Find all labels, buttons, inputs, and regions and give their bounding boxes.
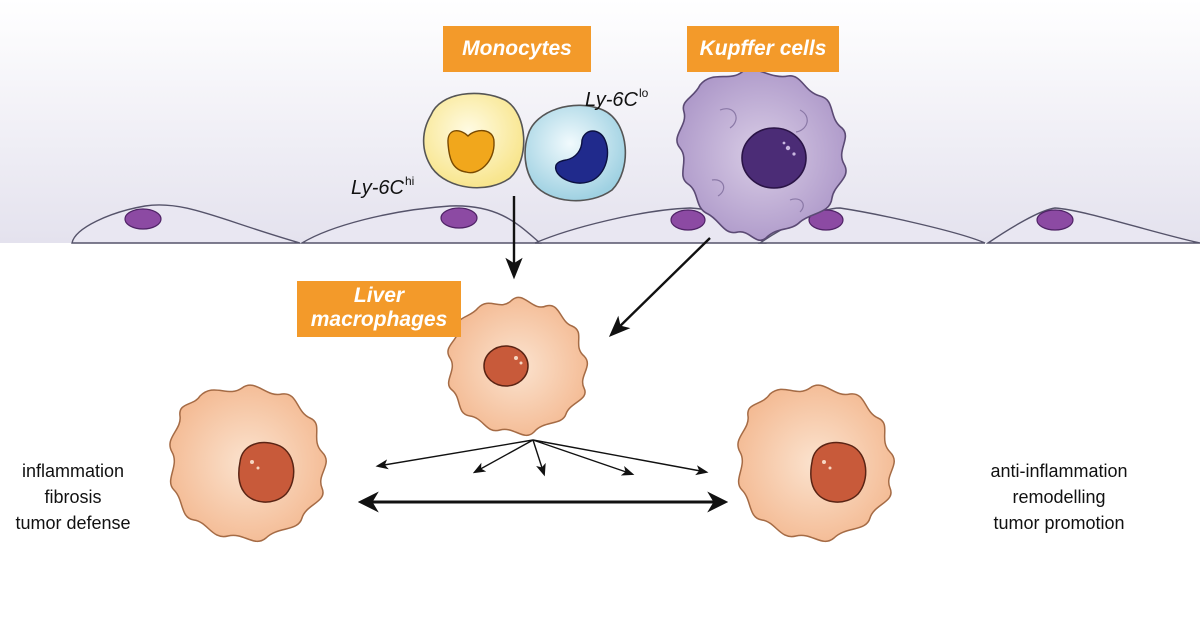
macrophage-left-nucleus: [238, 441, 295, 503]
endothelial-nucleus: [440, 207, 478, 229]
macrophage-right: [737, 384, 895, 543]
left-function-item: tumor defense: [15, 513, 131, 533]
fan-arrow: [532, 439, 546, 477]
endothelial-nucleus: [1036, 209, 1074, 231]
monocyte-ly6c-lo: [524, 104, 627, 202]
liver-macrophages-line1: Liver: [353, 284, 405, 307]
kupffer-cell: [676, 68, 847, 241]
kupffer-cells-label: Kupffer cells: [687, 26, 839, 72]
plasticity-fan-arrows: [375, 439, 709, 477]
liver-macrophages-label: Liver macrophages: [297, 281, 461, 337]
right-functions-text: anti-inflammation remodelling tumor prom…: [968, 458, 1150, 536]
endothelial-nucleus: [808, 209, 844, 231]
fan-arrow: [375, 439, 534, 470]
liver-macrophages-line2: macrophages: [310, 308, 448, 331]
right-function-item: anti-inflammation: [990, 461, 1128, 481]
left-function-item: inflammation: [21, 461, 125, 481]
fan-arrow: [532, 439, 635, 476]
monocytes-label: Monocytes: [443, 26, 591, 72]
fan-arrow: [532, 439, 709, 476]
ly6c-hi-label: Ly-6Chi: [351, 174, 415, 199]
right-function-item: remodelling: [1012, 487, 1106, 507]
fan-arrow: [472, 439, 534, 474]
left-function-item: fibrosis: [44, 487, 102, 507]
left-functions-text: inflammation fibrosis tumor defense: [0, 458, 146, 536]
monocyte-ly6c-hi: [422, 92, 525, 189]
endothelial-cell: [299, 205, 542, 244]
endothelial-nucleus: [670, 209, 706, 231]
right-function-item: tumor promotion: [993, 513, 1125, 533]
endothelial-nuclei: [124, 207, 1074, 231]
macrophage-left: [169, 384, 327, 543]
kupffer-nucleus: [741, 127, 807, 189]
macrophage-nucleus: [483, 345, 529, 387]
monocyte-lo-nucleus: [554, 130, 609, 184]
ly6c-lo-label: Ly-6Clo: [585, 86, 649, 111]
kupffer-to-macrophage-arrow: [608, 237, 711, 338]
monocyte-hi-nucleus: [447, 129, 495, 174]
liver-macrophage-center: [447, 296, 589, 437]
macrophage-right-nucleus: [810, 441, 867, 503]
endothelial-nucleus: [124, 208, 162, 230]
